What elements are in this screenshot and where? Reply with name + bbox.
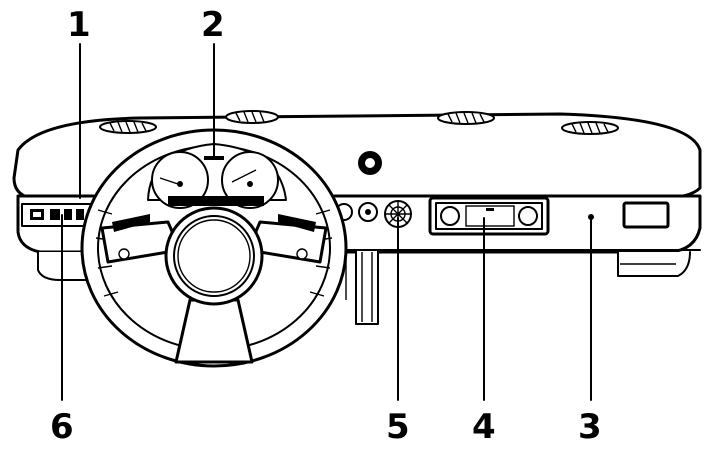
callout-1: 1	[67, 5, 91, 45]
defroster-vents	[99, 110, 619, 135]
centre-controls	[335, 200, 412, 228]
leader-lines	[61, 43, 592, 401]
centre-vent-unit	[428, 196, 550, 236]
callout-numbers: 1 2 3 4 5 6	[50, 5, 602, 447]
callout-5: 5	[386, 407, 410, 444]
callout-2: 2	[201, 5, 225, 45]
steering-wheel	[80, 128, 348, 368]
center-sensor	[358, 151, 382, 175]
right-outlet	[588, 201, 670, 229]
callout-3: 3	[578, 407, 602, 444]
callout-4: 4	[472, 407, 496, 444]
callout-6: 6	[50, 407, 74, 444]
